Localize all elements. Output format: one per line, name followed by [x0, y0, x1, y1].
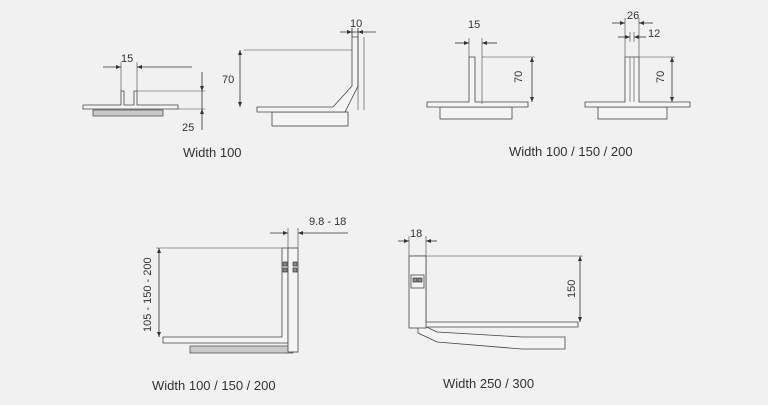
profile-t-section	[82, 90, 179, 110]
caption-width-100-150-200-top: Width 100 / 150 / 200	[509, 144, 633, 159]
dim-18-label: 18	[410, 228, 422, 240]
dim-10-label: 10	[350, 18, 362, 30]
profile-width-100-150-200-single: 15 70	[426, 19, 535, 120]
profile-width-100-channel: 10 70	[222, 18, 376, 127]
double-t-web	[584, 56, 691, 108]
profile-wide-channel: 18 150	[398, 228, 583, 350]
profile-base-plate	[92, 109, 164, 117]
dim-105-150-200-label: 105 - 150 - 200	[142, 257, 154, 332]
double-t-base-plate	[597, 106, 668, 120]
dim-15b-label: 15	[468, 19, 480, 31]
wide-channel-body	[413, 255, 579, 328]
t-base-plate	[439, 106, 513, 120]
profile-deep-channel: 9.8 - 18 105 - 150 - 200	[142, 216, 348, 354]
dim-25-label: 25	[182, 122, 194, 134]
dim-12-label: 12	[648, 28, 660, 40]
wide-channel-side-wall	[408, 255, 427, 329]
profile-width-100-150-200-double: 26 12 70	[584, 10, 691, 120]
dim-9-8-18-label: 9.8 - 18	[309, 216, 346, 228]
dim-15-label: 15	[121, 53, 133, 65]
deep-channel-base-plate	[189, 345, 294, 354]
dim-150-label: 150	[566, 280, 578, 298]
deep-channel-body	[162, 247, 289, 344]
caption-width-250-300: Width 250 / 300	[443, 376, 534, 391]
dim-26-label: 26	[627, 10, 639, 22]
dim-70c-label: 70	[655, 71, 667, 83]
dim-70-label: 70	[222, 74, 234, 86]
deep-channel-side-wall	[287, 247, 299, 353]
caption-width-100-150-200-bottom: Width 100 / 150 / 200	[152, 378, 276, 393]
t-web	[426, 56, 529, 108]
caption-width-100: Width 100	[183, 145, 242, 160]
channel-base-plate	[271, 111, 349, 127]
profile-width-100-small: 15 25	[82, 53, 205, 134]
dim-70b-label: 70	[513, 71, 525, 83]
channel-body	[256, 36, 359, 113]
